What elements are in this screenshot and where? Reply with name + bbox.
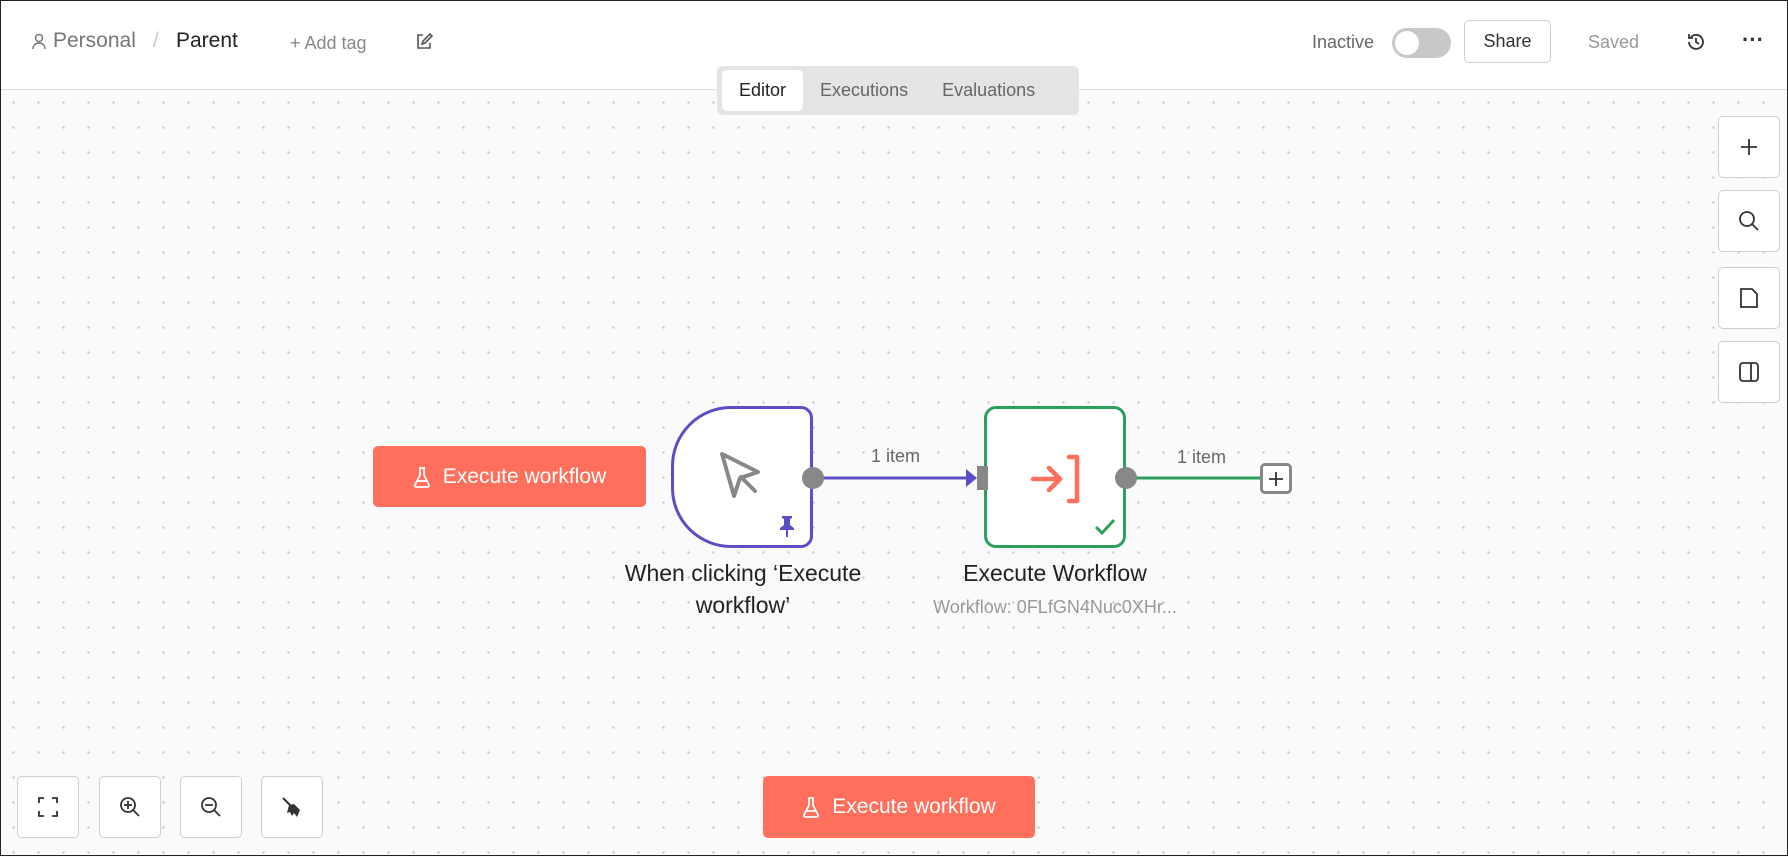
tab-editor[interactable]: Editor (722, 70, 804, 111)
add-tag-button[interactable]: + Add tag (290, 33, 367, 53)
execute-workflow-node-button[interactable]: Execute workflow (373, 446, 646, 507)
mouse-pointer-icon (720, 452, 760, 498)
connection-label: 1 item (1177, 447, 1227, 467)
search-icon (1739, 211, 1759, 231)
active-status-label: Inactive (1312, 32, 1375, 52)
breadcrumb-project[interactable]: Personal (31, 29, 136, 53)
project-name: Personal (53, 29, 136, 52)
add-node-button[interactable] (1718, 116, 1780, 178)
connection-arrow-icon (966, 469, 977, 487)
share-button[interactable]: Share (1464, 20, 1551, 63)
tidy-up-button[interactable] (261, 776, 323, 838)
zoom-out-icon (201, 797, 221, 817)
output-handle[interactable] (802, 467, 824, 489)
zoom-in-button[interactable] (99, 776, 161, 838)
zoom-in-icon (120, 797, 140, 817)
sticky-note-icon (1740, 288, 1758, 308)
execute-workflow-button[interactable]: Execute workflow (763, 776, 1035, 838)
flask-icon (803, 797, 820, 818)
tab-executions[interactable]: Executions (820, 80, 909, 100)
add-next-node-button[interactable] (1260, 463, 1292, 494)
view-tabs: Editor Executions Evaluations (717, 66, 1079, 115)
search-nodes-button[interactable] (1718, 190, 1780, 252)
user-icon (32, 33, 46, 50)
node-label-execute: Execute Workflow (963, 560, 1147, 586)
output-handle[interactable] (1115, 467, 1137, 489)
node-subtitle-execute: Workflow: 0FLfGN4Nuc0XHr... (933, 597, 1177, 617)
broom-icon (282, 797, 300, 817)
plus-icon (1269, 471, 1283, 486)
saved-status: Saved (1588, 32, 1640, 52)
toggle-panel-button[interactable] (1718, 341, 1780, 403)
panel-right-icon (1739, 362, 1759, 382)
tab-evaluations[interactable]: Evaluations (942, 80, 1036, 100)
execute-workflow-label: Execute workflow (442, 464, 607, 488)
fit-view-button[interactable] (17, 776, 79, 838)
more-options-icon[interactable]: ··· (1742, 27, 1764, 52)
node-manual-trigger[interactable] (671, 406, 813, 548)
input-handle[interactable] (977, 466, 988, 490)
flask-icon (413, 466, 430, 488)
plus-icon (1741, 139, 1757, 155)
active-toggle[interactable] (1392, 28, 1451, 58)
edit-description-icon[interactable] (414, 32, 434, 52)
connection-label: 1 item (871, 446, 921, 466)
success-check-icon (1094, 518, 1116, 536)
history-icon[interactable] (1685, 31, 1707, 53)
execute-workflow-label: Execute workflow (832, 795, 996, 818)
fullscreen-icon (38, 797, 58, 817)
workflow-name[interactable]: Parent (176, 29, 238, 52)
pin-icon (780, 516, 794, 537)
add-sticky-button[interactable] (1718, 267, 1780, 329)
breadcrumb-separator: / (153, 29, 159, 52)
zoom-out-button[interactable] (180, 776, 242, 838)
sign-in-icon (1030, 454, 1080, 504)
node-execute-workflow[interactable] (984, 406, 1126, 548)
workflow-canvas[interactable] (1, 90, 1787, 855)
